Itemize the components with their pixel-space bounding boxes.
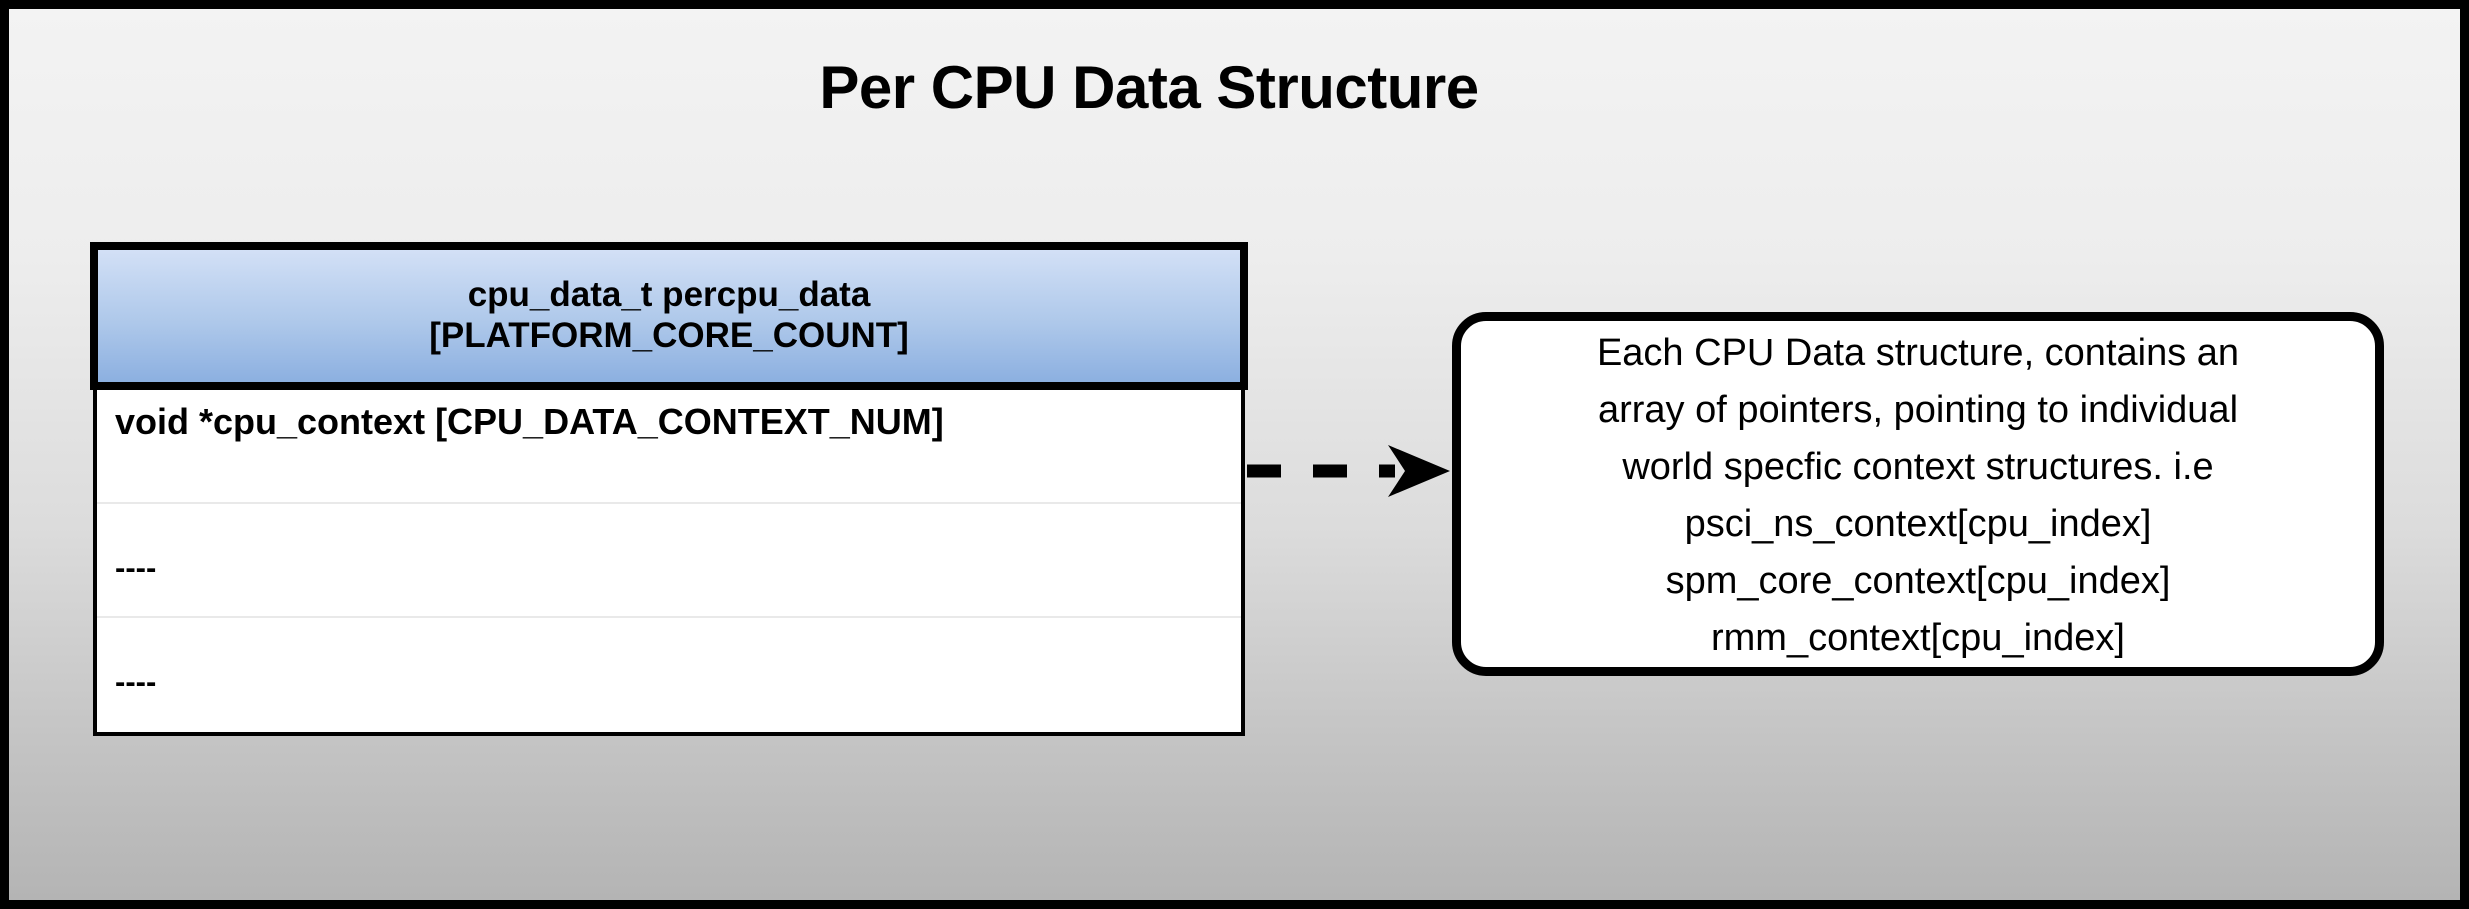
- struct-table-header: cpu_data_t percpu_data [PLATFORM_CORE_CO…: [90, 242, 1248, 390]
- dashed-arrow-right-icon: [1247, 445, 1450, 497]
- callout-line-3: world specfic context structures. i.e: [1622, 446, 2214, 488]
- struct-header-line-2: [PLATFORM_CORE_COUNT]: [429, 316, 909, 355]
- page-title: Per CPU Data Structure: [819, 54, 1479, 121]
- dashed-arrow-connector: [1245, 443, 1457, 499]
- callout-box: Each CPU Data structure, contains an arr…: [1452, 312, 2384, 676]
- struct-row-cpu-context: void *cpu_context [CPU_DATA_CONTEXT_NUM]: [97, 390, 1241, 504]
- struct-row-placeholder-2: ----: [115, 664, 157, 699]
- callout-line-1: Each CPU Data structure, contains an: [1596, 332, 2240, 374]
- callout-line-4: psci_ns_context[cpu_index]: [1684, 503, 2152, 545]
- struct-header-line-1: cpu_data_t percpu_data: [467, 275, 871, 315]
- struct-row-placeholder-1: ----: [97, 504, 1241, 618]
- callout-line-2: array of pointers, pointing to individua…: [1597, 389, 2239, 431]
- callout-line-6: rmm_context[cpu_index]: [1711, 617, 2125, 659]
- callout-line-5: spm_core_context[cpu_index]: [1665, 560, 2171, 602]
- per-cpu-data-struct-table: cpu_data_t percpu_data [PLATFORM_CORE_CO…: [90, 242, 1248, 736]
- struct-table-body: void *cpu_context [CPU_DATA_CONTEXT_NUM]…: [93, 390, 1245, 736]
